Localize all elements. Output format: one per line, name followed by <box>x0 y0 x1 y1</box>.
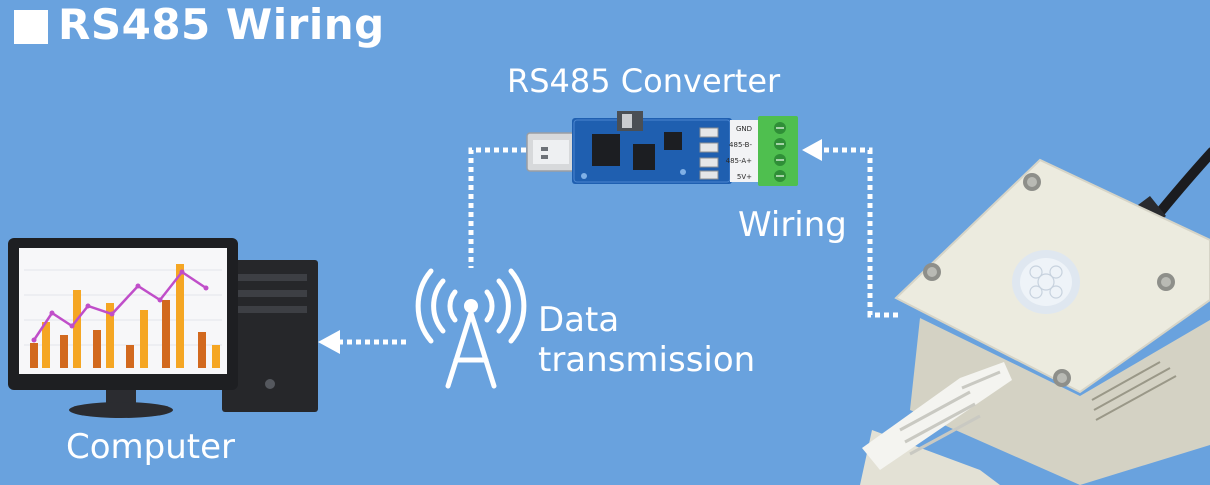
converter-label: RS485 Converter <box>507 62 781 100</box>
arrow-head-converter <box>802 139 822 161</box>
wiring-label: Wiring <box>738 205 847 245</box>
data-transmission-label: Data transmission <box>538 300 755 380</box>
sensor-device <box>860 147 1210 485</box>
terminal-label-5v: 5V+ <box>737 173 752 181</box>
terminal-label-a: 485-A+ <box>726 157 753 165</box>
converter-to-tower-line <box>468 147 526 268</box>
title-text: RS485 Wiring <box>58 0 385 49</box>
arrow-head-computer <box>318 330 340 354</box>
data-transmission-line1: Data <box>538 300 620 340</box>
rs485-converter-board: GND 485-B- 485-A+ 5V+ <box>526 111 798 186</box>
monitor-bar-chart <box>30 264 220 368</box>
terminal-label-b: 485-B- <box>729 141 752 149</box>
square-bullet-icon <box>14 10 48 44</box>
terminal-label-gnd: GND <box>736 125 752 133</box>
page-title: RS485 Wiring <box>14 0 385 50</box>
computer-illustration <box>8 238 318 418</box>
data-transmission-line2: transmission <box>538 340 756 380</box>
sensor-to-converter-line <box>818 147 898 318</box>
computer-label: Computer <box>66 427 236 467</box>
radio-tower-icon <box>415 268 527 389</box>
